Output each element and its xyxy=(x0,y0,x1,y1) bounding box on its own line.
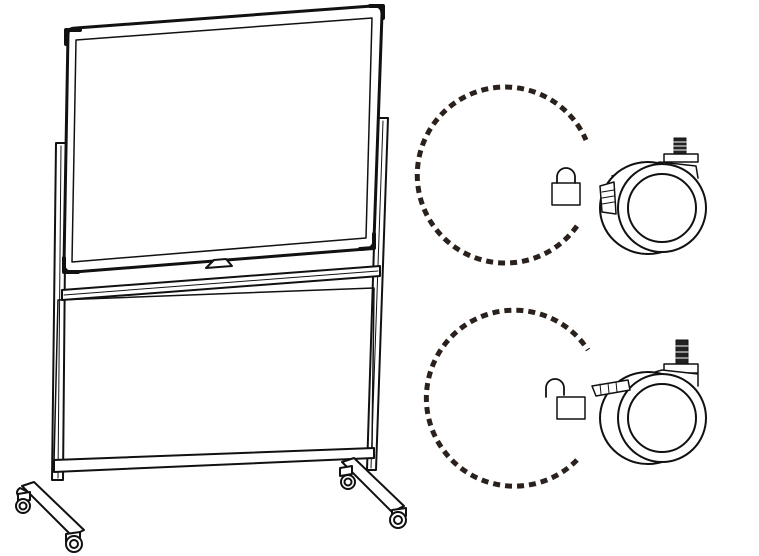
tilt-clamp xyxy=(205,258,233,269)
dashed-ring xyxy=(414,84,589,266)
caster-left-front xyxy=(65,531,83,553)
left-foot xyxy=(15,481,85,553)
caster-wheel-unlocked xyxy=(591,339,707,465)
lock-closed-icon xyxy=(551,167,581,206)
bottom-crossbar xyxy=(53,447,375,473)
caster-wheel-locked xyxy=(599,137,707,255)
whiteboard-panel xyxy=(62,4,385,274)
pen-tray xyxy=(61,265,381,301)
caster-right-front xyxy=(389,507,407,529)
caster-right-back xyxy=(339,465,356,490)
lock-open-icon xyxy=(545,378,586,420)
right-foot xyxy=(339,457,407,529)
whiteboard-stand xyxy=(15,4,407,553)
caster-left-back xyxy=(15,491,31,514)
dashed-ring xyxy=(423,307,591,489)
caster-locked-callout xyxy=(414,84,707,266)
lower-frame xyxy=(53,287,375,463)
caster-unlocked-callout xyxy=(423,307,707,489)
